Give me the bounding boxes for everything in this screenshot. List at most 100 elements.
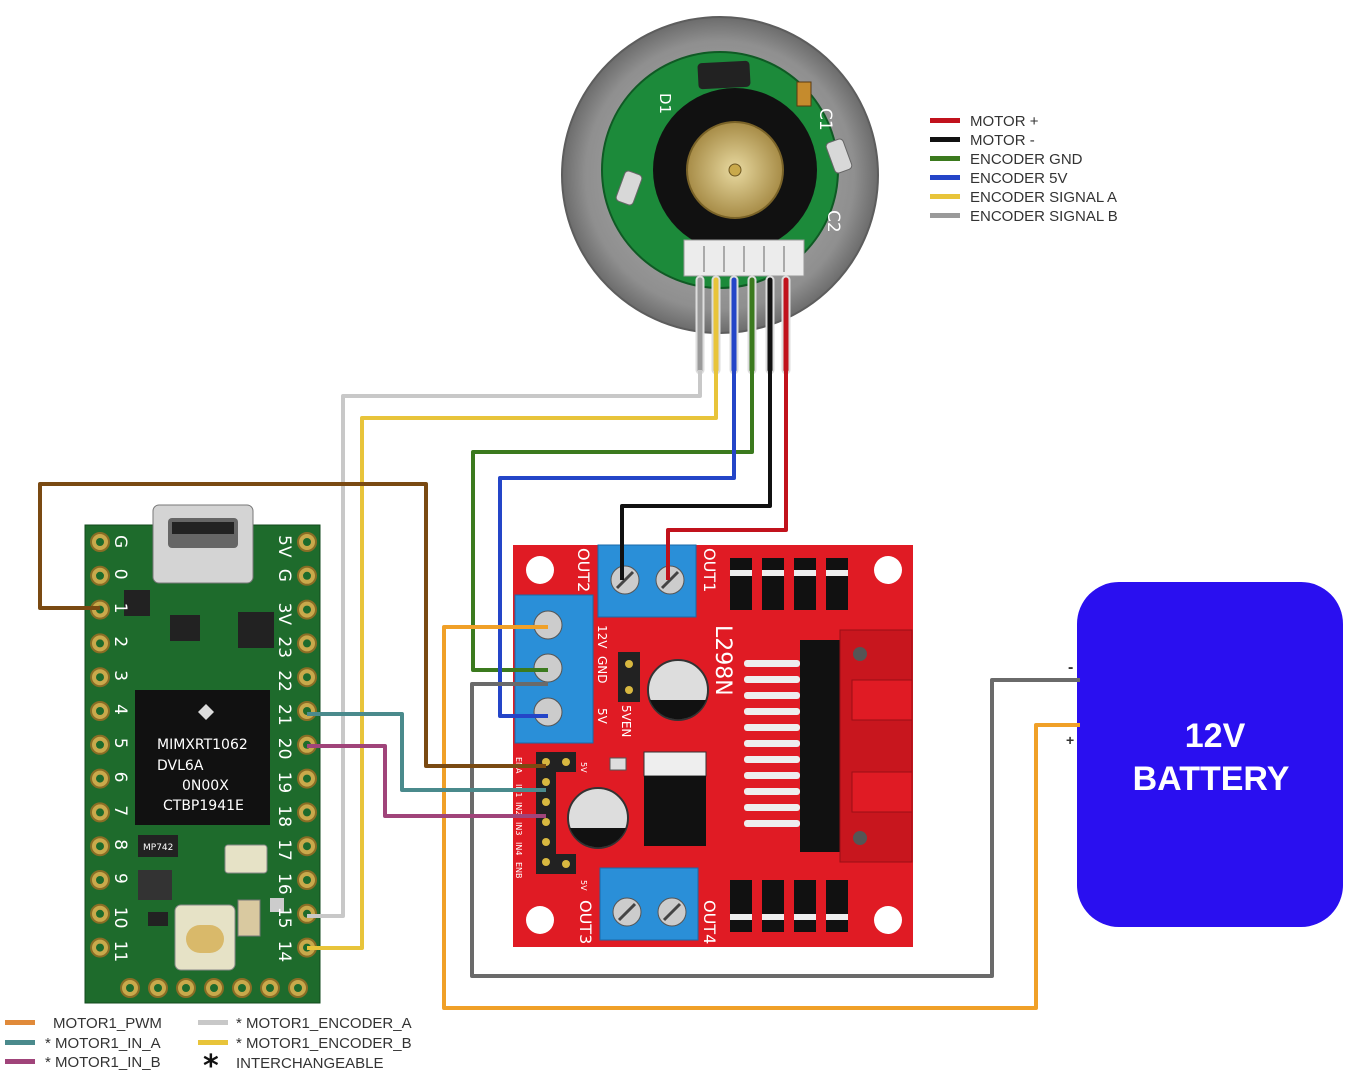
pcb-label-d1: D1 <box>656 93 674 114</box>
legend-encoder-b: ENCODER SIGNAL B <box>970 208 1118 225</box>
label-5v-bottom: 5V <box>579 880 588 891</box>
pcb-label-c2: C2 <box>823 210 843 233</box>
legend-interchangeable: INTERCHANGEABLE <box>236 1055 384 1072</box>
legend-in-b: * MOTOR1_IN_B <box>45 1054 161 1071</box>
legend-in-a: * MOTOR1_IN_A <box>45 1035 161 1052</box>
driver-title: L298N <box>710 625 735 696</box>
wires <box>38 370 1080 1010</box>
legend-motor-minus: MOTOR - <box>970 132 1035 149</box>
wire-in-b <box>307 744 546 818</box>
battery: 12V BATTERY - + <box>1066 582 1343 927</box>
pin-label-right: 21 <box>274 704 294 726</box>
signal-legend: MOTOR1_PWM * MOTOR1_IN_A * MOTOR1_IN_B *… <box>5 1015 412 1075</box>
pin-label-right: 15 <box>274 907 294 929</box>
battery-voltage: 12V <box>1185 717 1246 755</box>
motor: C1 C2 D1 <box>561 16 879 334</box>
pin-label-left: 0 <box>110 569 130 580</box>
legend-encoder-5v: ENCODER 5V <box>970 170 1068 187</box>
legend-swatch-pwm <box>5 1020 35 1025</box>
pin-label-right: 14 <box>274 941 294 963</box>
pin-label-left: 9 <box>110 873 130 884</box>
legend-swatch-in-b <box>5 1059 35 1064</box>
legend-swatch-encoder-b <box>930 213 960 218</box>
pin-label-right: 16 <box>274 873 294 895</box>
label-in3: IN3 <box>514 822 523 835</box>
voltage-regulator <box>644 776 706 846</box>
legend-swatch-encoder-b-signal <box>198 1040 228 1045</box>
wire-motor-minus <box>620 370 772 580</box>
wire-encoder-a <box>307 370 702 918</box>
label-5v-top: 5V <box>579 762 588 773</box>
pin-label-right: 20 <box>274 738 294 760</box>
motor-wire-bundle <box>695 275 791 375</box>
pin-label-right: 18 <box>274 805 294 827</box>
legend-swatch-motor-plus <box>930 118 960 123</box>
legend-motor-plus: MOTOR + <box>970 113 1039 130</box>
wire-battery-minus <box>470 678 1080 978</box>
pin-label-right: 17 <box>274 839 294 861</box>
label-5v-power: 5V <box>595 708 609 725</box>
legend-encoder-a: ENCODER SIGNAL A <box>970 189 1117 206</box>
chip-line-4: CTBP1941E <box>163 798 244 814</box>
legend-swatch-in-a <box>5 1040 35 1045</box>
chip-line-1: MIMXRT1062 <box>157 737 248 753</box>
pin-label-left: G <box>110 535 130 548</box>
chip-line-3: 0N00X <box>182 778 229 794</box>
pin-label-left: 6 <box>110 772 130 783</box>
label-in2: IN2 <box>514 802 523 815</box>
pin-label-left: 1 <box>110 603 130 614</box>
label-out1: OUT1 <box>700 548 719 592</box>
label-out4: OUT4 <box>700 900 719 944</box>
pin-label-left: 8 <box>110 839 130 850</box>
battery-label: BATTERY <box>1133 760 1290 798</box>
label-12v: 12V <box>595 625 609 649</box>
small-chip-label: MP742 <box>143 843 173 853</box>
pcb-label-c1: C1 <box>815 108 835 131</box>
label-enb: ENB <box>514 862 523 879</box>
pin-label-left: 7 <box>110 805 130 816</box>
battery-body <box>1077 582 1343 927</box>
legend-swatch-encoder-a-signal <box>198 1020 228 1025</box>
label-out3: OUT3 <box>576 900 595 944</box>
wire-encoder-b <box>307 370 718 950</box>
legend-encoder-a-signal: * MOTOR1_ENCODER_A <box>236 1015 412 1032</box>
label-out2: OUT2 <box>574 548 593 592</box>
l298n-driver: OUT2 OUT1 OUT3 OUT4 12V GND 5V 5VEN <box>513 544 913 947</box>
pin-label-right: G <box>274 569 294 582</box>
pin-label-left: 5 <box>110 738 130 749</box>
legend-swatch-encoder-gnd <box>930 156 960 161</box>
label-gnd: GND <box>595 656 609 684</box>
chip-line-2: DVL6A <box>157 758 204 774</box>
battery-plus: + <box>1066 732 1074 748</box>
pin-label-right: 23 <box>274 636 294 658</box>
legend-encoder-b-signal: * MOTOR1_ENCODER_B <box>236 1035 412 1052</box>
legend-pwm: MOTOR1_PWM <box>53 1015 162 1032</box>
asterisk-icon: * <box>203 1049 219 1075</box>
pin-label-right: 22 <box>274 670 294 692</box>
teensy-board: MIMXRT1062 DVL6A 0N00X CTBP1941E MP742 <box>84 504 321 1004</box>
battery-minus: - <box>1068 659 1073 676</box>
pin-label-left: 10 <box>110 907 130 929</box>
legend-swatch-motor-minus <box>930 137 960 142</box>
wire-pwm <box>38 482 546 768</box>
wire-battery-plus <box>442 625 1080 1010</box>
label-in4: IN4 <box>514 842 523 855</box>
legend-swatch-encoder-5v <box>930 175 960 180</box>
wire-in-a <box>307 712 546 792</box>
pin-label-left: 3 <box>110 670 130 681</box>
motor-legend: MOTOR + MOTOR - ENCODER GND ENCODER 5V E… <box>930 113 1118 225</box>
pin-label-left: 4 <box>110 704 130 715</box>
wire-motor-plus <box>666 370 788 580</box>
pin-label-left: 2 <box>110 636 130 647</box>
pin-label-left: 11 <box>110 941 130 963</box>
legend-swatch-encoder-a <box>930 194 960 199</box>
pin-label-right: 19 <box>274 772 294 794</box>
pin-label-right: 5V <box>274 535 294 558</box>
wire-encoder-5v <box>498 370 736 718</box>
teensy-pins: G 5V 0 G 1 3V 2 23 3 22 4 21 5 20 6 19 7 18 8 17 9 16 10 15 11 14 <box>90 532 317 998</box>
label-5ven: 5VEN <box>619 705 633 737</box>
l298n-chip: L298N <box>710 625 913 863</box>
legend-encoder-gnd: ENCODER GND <box>970 151 1083 168</box>
pin-label-right: 3V <box>274 603 294 626</box>
